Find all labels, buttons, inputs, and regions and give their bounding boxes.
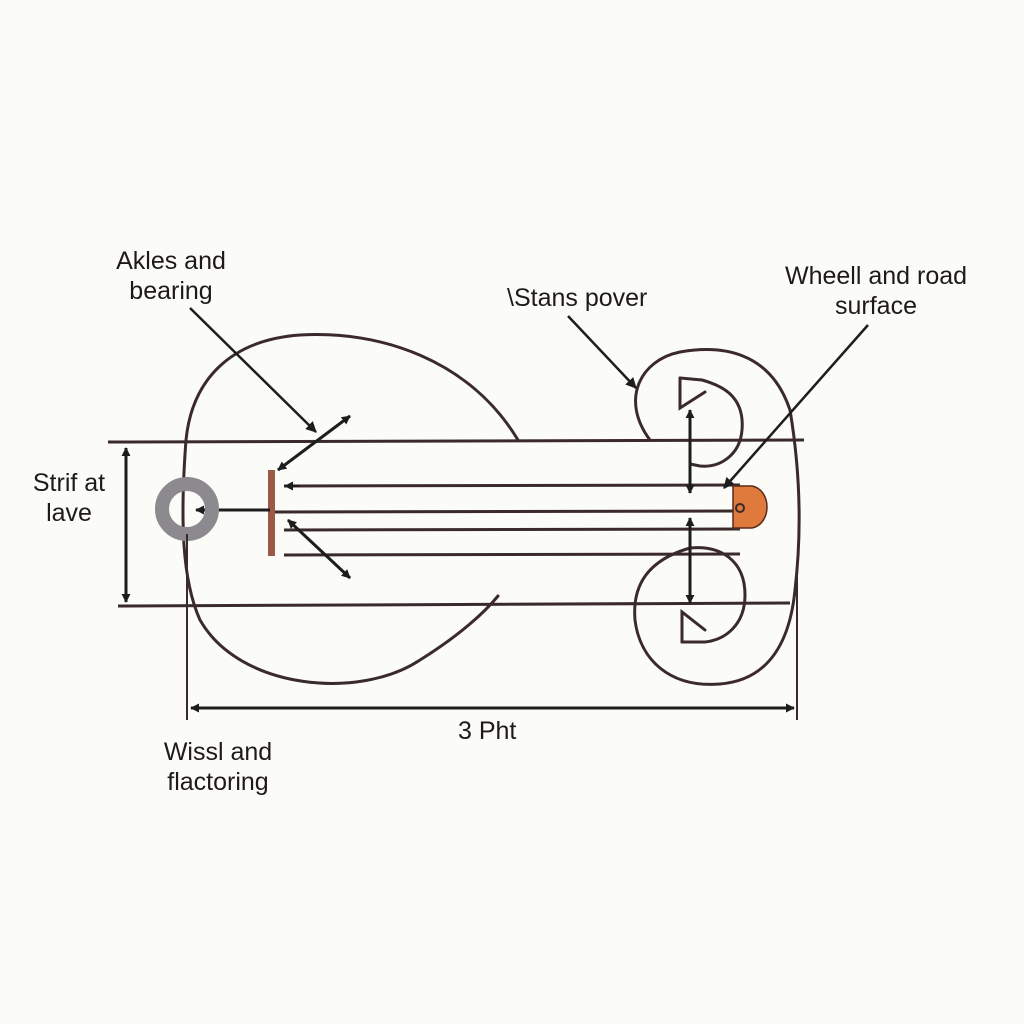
wheel-road-surface-label: Wheell and road surface [784,262,968,320]
base-rod [283,552,741,557]
lower-right-lobe [633,546,797,686]
bottom-rail [117,601,791,608]
wheel-leader-arrow [723,324,869,489]
lower-inner-notch [680,608,707,644]
end-cap-pin [735,503,745,513]
upper-right-lobe [634,348,801,592]
top-rail [107,438,805,444]
stans-power-label: \Stans pover [507,284,648,312]
strif-lave-label: Strif at lave [32,469,106,527]
axles-leader-arrow [189,307,317,433]
upper-inner-notch [678,376,707,411]
upper-diagonal-arrow [277,414,351,472]
rod-start-plate [268,470,275,556]
axles-bearing-label: Akles and bearing [116,247,226,305]
middle-rod [269,509,741,514]
wissl-flactoring-label: Wissl and flactoring [163,738,273,796]
lower-right-inner-loop [680,546,747,644]
dimension-value-label: 3 Pht [458,717,517,745]
upper-rod [283,483,741,488]
lower-diagonal-arrow [286,518,352,580]
end-cap [732,485,768,529]
upper-right-inner-loop [678,376,744,468]
lower-rod [283,527,741,532]
stans-leader-arrow [567,315,637,389]
large-loop-outline [181,332,520,685]
